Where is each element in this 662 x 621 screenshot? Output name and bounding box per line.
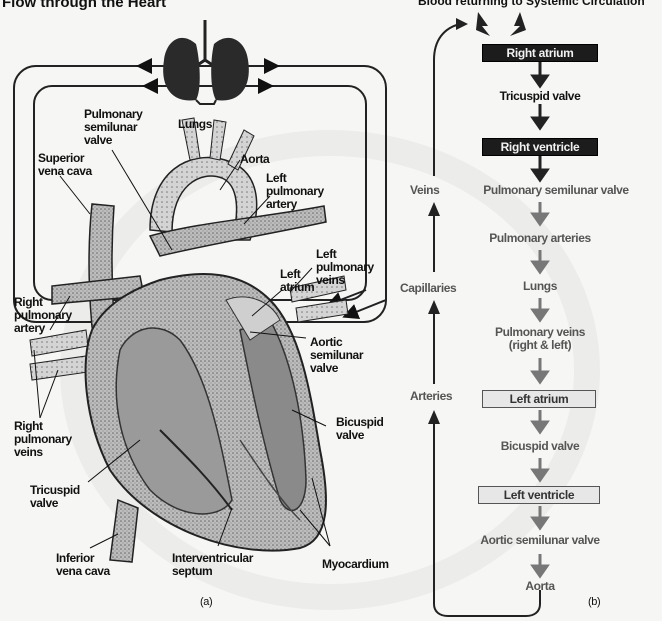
label-interventricular-septum: Interventricular septum bbox=[172, 552, 253, 578]
label-left-pulmonary-artery: Left pulmonary artery bbox=[266, 172, 324, 211]
label-panel-a: (a) bbox=[200, 596, 212, 609]
flow-arteries: Arteries bbox=[410, 390, 452, 403]
label-tricuspid-valve: Tricuspid valve bbox=[30, 484, 80, 510]
flow-left-ventricle: Left ventricle bbox=[478, 486, 600, 504]
label-myocardium: Myocardium bbox=[322, 558, 389, 571]
flow-aorta: Aorta bbox=[430, 580, 650, 593]
flow-right-atrium: Right atrium bbox=[482, 44, 598, 62]
flow-pulmonary-semilunar-valve: Pulmonary semilunar valve bbox=[446, 184, 662, 197]
flow-aortic-semilunar-valve: Aortic semilunar valve bbox=[430, 534, 650, 547]
label-inferior-vena-cava: Inferior vena cava bbox=[56, 552, 110, 578]
label-aorta: Aorta bbox=[240, 153, 269, 166]
label-pulmonary-semilunar-valve: Pulmonary semilunar valve bbox=[84, 108, 142, 147]
flow-pulmonary-arteries: Pulmonary arteries bbox=[430, 232, 650, 245]
label-right-pulmonary-veins: Right pulmonary veins bbox=[14, 420, 72, 459]
label-left-atrium: Left atrium bbox=[280, 268, 314, 294]
flow-capillaries: Capillaries bbox=[400, 282, 456, 295]
label-panel-b: (b) bbox=[588, 596, 600, 609]
flow-right-ventricle: Right ventricle bbox=[482, 138, 598, 156]
flow-tricuspid-valve: Tricuspid valve bbox=[430, 90, 650, 103]
label-bicuspid-valve: Bicuspid valve bbox=[336, 416, 383, 442]
flow-lungs: Lungs bbox=[430, 280, 650, 293]
flow-left-atrium: Left atrium bbox=[482, 390, 596, 408]
label-aortic-semilunar-valve: Aortic semilunar valve bbox=[310, 336, 363, 375]
label-right-pulmonary-artery: Right pulmonary artery bbox=[14, 296, 72, 335]
flow-bicuspid-valve: Bicuspid valve bbox=[430, 440, 650, 453]
flow-pulmonary-veins: Pulmonary veins (right & left) bbox=[430, 326, 650, 352]
inferior-vena-cava bbox=[110, 500, 138, 562]
label-lungs: Lungs bbox=[178, 118, 212, 131]
label-superior-vena-cava: Superior vena cava bbox=[38, 152, 92, 178]
lungs-drawing bbox=[163, 20, 249, 104]
flow-veins: Veins bbox=[410, 184, 439, 197]
label-left-pulmonary-veins: Left pulmonary veins bbox=[316, 248, 374, 287]
